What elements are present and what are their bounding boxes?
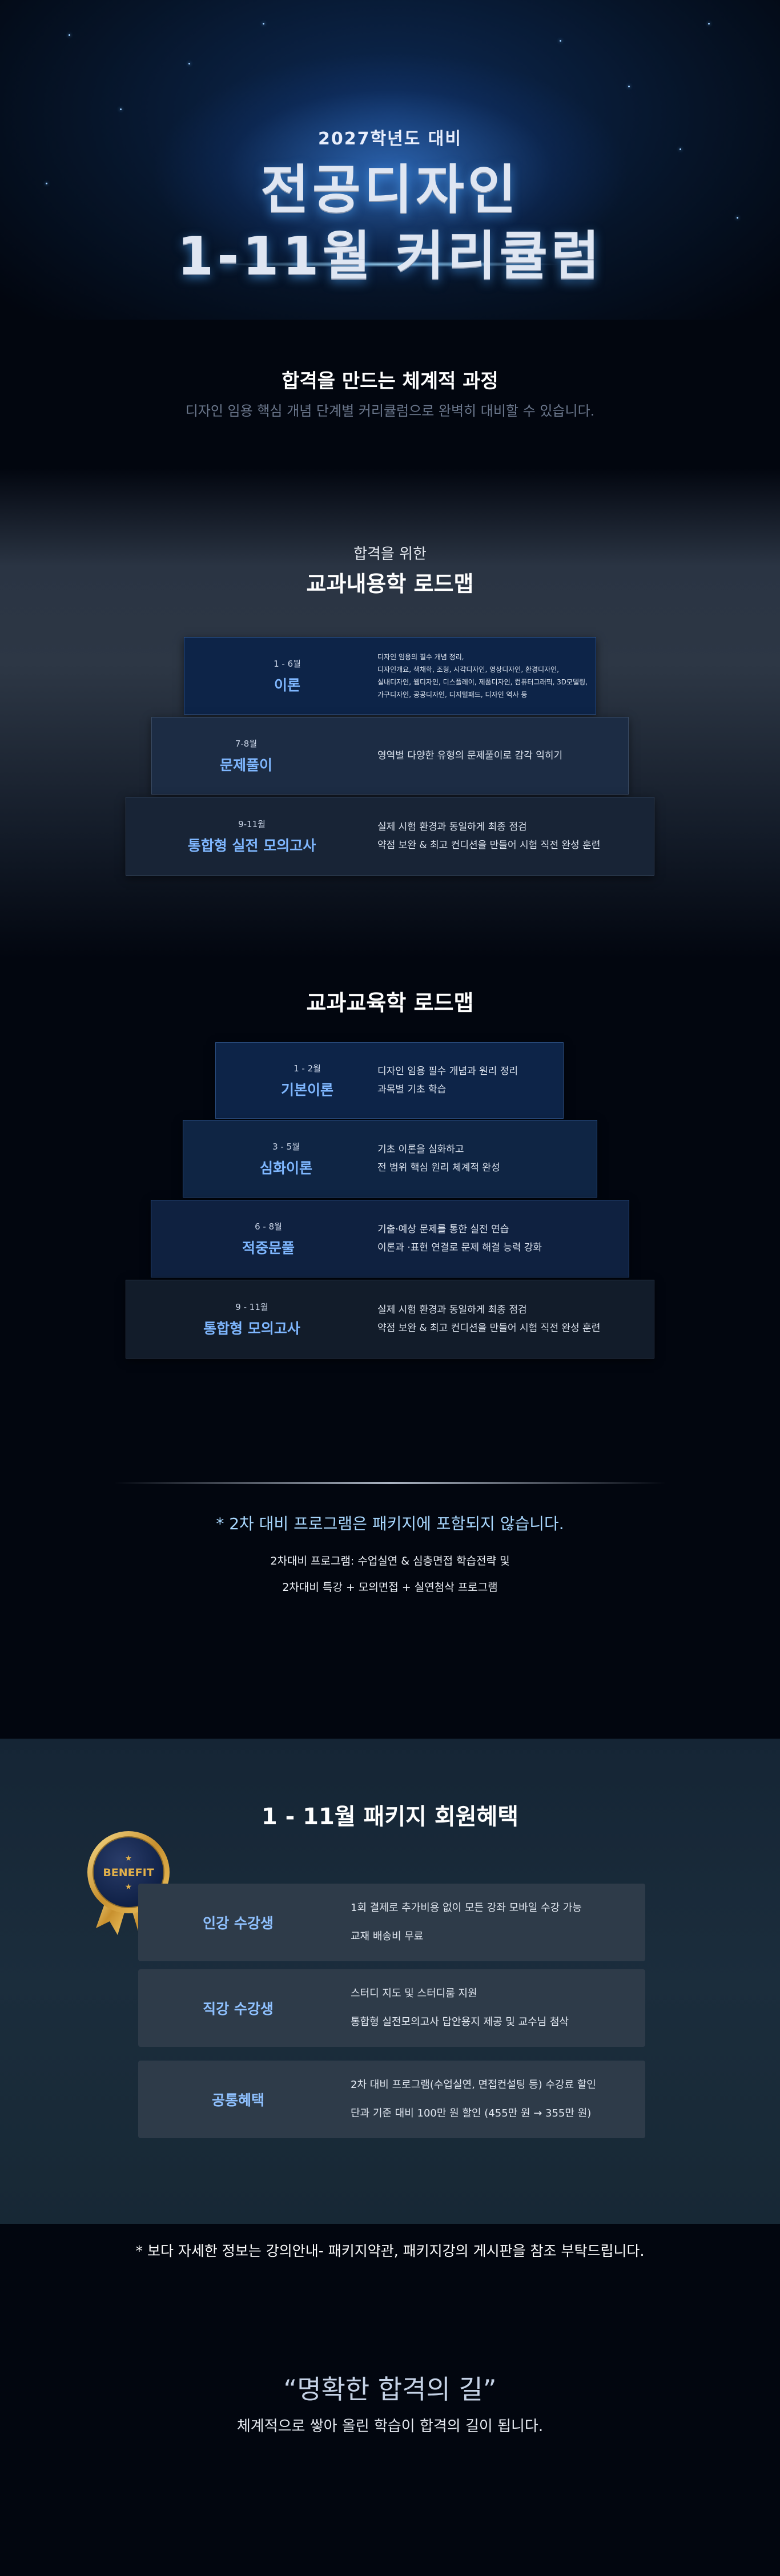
star-decoration [69,34,70,36]
star-decoration [737,217,738,219]
footnote: * 보다 자세한 정보는 강의안내- 패키지약관, 패키지강의 게시판을 참조 … [135,2243,645,2259]
roadmap2-step-advanced: 3 - 5월 심화이론 기초 이론을 심화하고 전 범위 핵심 원리 체계적 완… [183,1120,597,1198]
roadmap2-step-problem-solving: 6 - 8월 적중문풀 기출·예상 문제를 통한 실전 연습 이론과 ·표현 연… [151,1200,629,1277]
step-line: 가구디자인, 공공디자인, 디지털패드, 디자인 역사 등 [377,691,528,699]
step-line: 실제 시험 환경과 동일하게 최종 점검 [377,821,527,833]
benefit-row-offline: 직강 수강생 스터디 지도 및 스터디룸 지원 통합형 실전모의고사 답안용지 … [138,1969,645,2047]
step-line: 약점 보완 & 최고 컨디션을 만들어 시험 직전 완성 훈련 [377,1323,601,1334]
notice-line: 2차대비 프로그램: 수업실연 & 심층면접 학습전략 및 [270,1555,510,1567]
closing-title: “명확한 합격의 길” [283,2374,497,2405]
benefit-row-online: 인강 수강생 1회 결제로 추가비용 없이 모든 강좌 모바일 수강 가능 교재… [138,1884,645,1961]
hero-year: 2027학년도 대비 [318,129,462,149]
benefit-line: 단과 기준 대비 100만 원 할인 (455만 원 → 355만 원) [351,2107,592,2119]
step-line: 영역별 다양한 유형의 문제풀이로 감각 익히기 [377,750,563,761]
step-period: 6 - 8월 [255,1221,282,1232]
step-name: 이론 [274,676,300,694]
roadmap1-step-mock-exam: 9-11월 통합형 실전 모의고사 실제 시험 환경과 동일하게 최종 점검 약… [126,797,654,876]
roadmap1-step-practice: 7-8월 문제풀이 영역별 다양한 유형의 문제풀이로 감각 익히기 [151,717,629,795]
benefit-name: 직강 수강생 [203,2001,274,2017]
hero-banner [0,0,780,320]
step-period: 7-8월 [235,738,258,749]
hero-title-line1: 전공디자인 [260,159,520,220]
star-decoration [680,148,681,150]
step-line: 약점 보완 & 최고 컨디션을 만들어 시험 직전 완성 훈련 [377,840,601,851]
benefit-line: 2차 대비 프로그램(수업실연, 면접컨설팅 등) 수강료 할인 [351,2079,596,2091]
closing-subtitle: 체계적으로 쌓아 올린 학습이 합격의 길이 됩니다. [236,2418,544,2435]
step-period: 1 - 6월 [274,658,301,669]
step-line: 디자인 임용 필수 개념과 원리 정리 [377,1066,518,1077]
step-line: 디자인개요, 색채학, 조형, 시각디자인, 영상디자인, 환경디자인, [377,666,559,674]
step-line: 과목별 기초 학습 [377,1084,447,1095]
step-line: 기출·예상 문제를 통한 실전 연습 [377,1224,509,1235]
hero-light-line [219,261,561,267]
star-decoration [560,40,561,42]
step-period: 9-11월 [238,819,266,829]
benefit-line: 통합형 실전모의고사 답안용지 제공 및 교수님 첨삭 [351,2016,569,2028]
benefits-title: 1 - 11월 패키지 회원혜택 [261,1804,519,1830]
star-decoration [708,23,710,25]
step-period: 9 - 11월 [235,1301,268,1312]
roadmap1-title: 교과내용학 로드맵 [306,571,474,596]
roadmap2-step-basic: 1 - 2월 기본이론 디자인 임용 필수 개념과 원리 정리 과목별 기초 학… [215,1042,564,1119]
star-decoration [120,108,122,110]
roadmap2-title: 교과교육학 로드맵 [306,990,474,1015]
step-name: 통합형 실전 모의고사 [187,837,316,854]
step-line: 실제 시험 환경과 동일하게 최종 점검 [377,1304,527,1316]
svg-text:★: ★ [125,1882,132,1892]
star-decoration [628,86,630,87]
svg-text:BENEFIT: BENEFIT [103,1867,154,1879]
hero-title-line2: 1-11월 커리큘럼 [177,225,603,287]
star-decoration [188,63,190,64]
step-period: 3 - 5월 [272,1141,300,1152]
intro-title: 합격을 만드는 체계적 과정 [282,370,498,393]
benefit-row-common: 공통혜택 2차 대비 프로그램(수업실연, 면접컨설팅 등) 수강료 할인 단과… [138,2061,645,2138]
step-name: 통합형 모의고사 [203,1320,300,1337]
roadmap2-step-mock-exam: 9 - 11월 통합형 모의고사 실제 시험 환경과 동일하게 최종 점검 약점… [126,1280,654,1358]
step-period: 1 - 2월 [293,1063,321,1074]
step-line: 디자인 임용의 필수 개념 정리, [377,653,464,661]
star-decoration [46,183,47,184]
benefit-line: 교재 배송비 무료 [351,1930,424,1942]
benefit-line: 1회 결제로 추가비용 없이 모든 강좌 모바일 수강 가능 [351,1902,582,1914]
benefit-line: 스터디 지도 및 스터디룸 지원 [351,1988,477,1999]
intro-subtitle: 디자인 임용 핵심 개념 단계별 커리큘럼으로 완벽히 대비할 수 있습니다. [185,403,595,419]
roadmap1-pretitle: 합격을 위한 [353,546,427,563]
step-name: 기본이론 [280,1081,333,1098]
star-decoration [263,23,264,25]
step-line: 실내디자인, 웹디자인, 디스플레이, 제품디자인, 컴퓨터그래픽, 3D모델링… [377,678,588,686]
svg-text:★: ★ [125,1854,132,1863]
section-divider [114,1482,666,1484]
roadmap1-step-theory: 1 - 6월 이론 디자인 임용의 필수 개념 정리, 디자인개요, 색채학, … [184,637,596,715]
step-line: 이론과 ·표현 연결로 문제 해결 능력 강화 [377,1242,542,1253]
step-line: 전 범위 핵심 원리 체계적 완성 [377,1162,500,1174]
step-line: 기초 이론을 심화하고 [377,1144,464,1155]
notice-line: 2차대비 특강 + 모의면접 + 실연첨삭 프로그램 [282,1581,498,1594]
benefit-name: 공통혜택 [211,2092,264,2109]
step-name: 문제풀이 [219,756,272,773]
step-name: 심화이론 [259,1159,312,1176]
benefit-name: 인강 수강생 [203,1915,274,1932]
notice-title: * 2차 대비 프로그램은 패키지에 포함되지 않습니다. [216,1514,564,1533]
step-name: 적중문풀 [242,1239,295,1256]
